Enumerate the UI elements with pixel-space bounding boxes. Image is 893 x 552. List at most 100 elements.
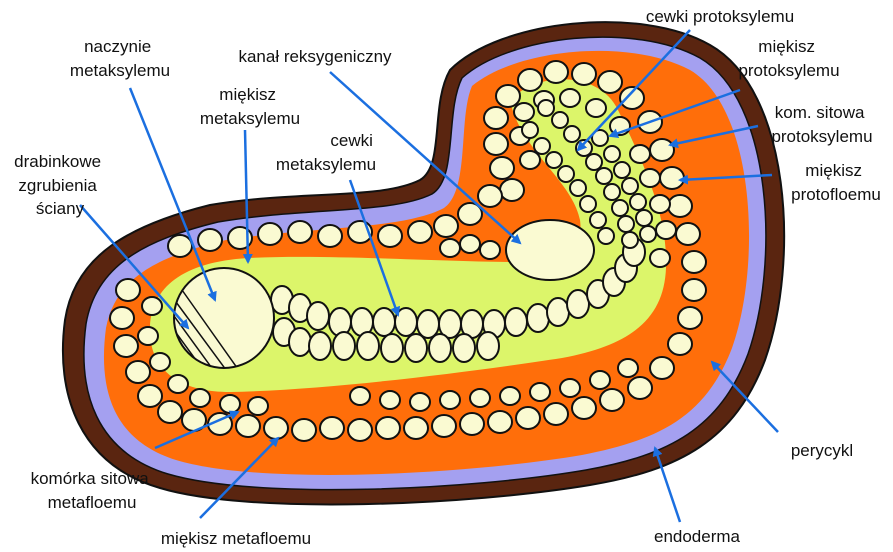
phloem-cell (484, 133, 508, 155)
phloem-cell (544, 403, 568, 425)
phloem-cell-inner (350, 387, 370, 405)
phloem-cell (288, 221, 312, 243)
protoxylem-cell (618, 216, 634, 232)
protoxylem-cell (552, 112, 568, 128)
phloem-cell (518, 69, 542, 91)
phloem-cell (236, 415, 260, 437)
phloem-cell-inner (168, 375, 188, 393)
phloem-cell-inner (142, 297, 162, 315)
metaxylem-tracheid (289, 328, 311, 356)
phloem-cell (490, 157, 514, 179)
phloem-cell (572, 63, 596, 85)
protoxylem-cell (522, 122, 538, 138)
phloem-cell (404, 417, 428, 439)
phloem-cell-inner (410, 393, 430, 411)
phloem-cell-inner (150, 353, 170, 371)
metaxylem-tracheid (307, 302, 329, 330)
metaxylem-tracheid (505, 308, 527, 336)
phloem-cell (460, 413, 484, 435)
metaxylem-tracheid (373, 308, 395, 336)
phloem-cell (320, 417, 344, 439)
metaxylem-vessel-body (174, 268, 274, 368)
phloem-cell (660, 167, 684, 189)
protoxylem-cell (538, 100, 554, 116)
metaxylem-tracheid (417, 310, 439, 338)
phloem-cell (572, 397, 596, 419)
protoxylem-cell (534, 138, 550, 154)
phloem-cell (600, 389, 624, 411)
phloem-cell (264, 417, 288, 439)
phloem-cell (484, 107, 508, 129)
protoxylem-cell (546, 152, 562, 168)
phloem-cell (318, 225, 342, 247)
metaxylem-tracheid (547, 298, 569, 326)
protoxylem-cell (604, 184, 620, 200)
phloem-cell (348, 419, 372, 441)
phloem-cell-inner (618, 359, 638, 377)
metaxylem-tracheid (429, 334, 451, 362)
phloem-cell-inner (440, 391, 460, 409)
phloem-cell-inner (380, 391, 400, 409)
phloem-cell (376, 417, 400, 439)
phloem-cell (682, 279, 706, 301)
phloem-cell (676, 223, 700, 245)
metaxylem-tracheid (527, 304, 549, 332)
phloem-cell (682, 251, 706, 273)
metaxylem-tracheid (453, 334, 475, 362)
protoxylem-cell (558, 166, 574, 182)
phloem-cell-inner (520, 151, 540, 169)
protoxylem-cell (612, 200, 628, 216)
phloem-cell (138, 385, 162, 407)
phloem-cell (620, 87, 644, 109)
protoxylem-cell (570, 180, 586, 196)
phloem-cell (496, 85, 520, 107)
phloem-cell (168, 235, 192, 257)
phloem-cell (598, 71, 622, 93)
phloem-cell-inner (586, 99, 606, 117)
phloem-cell (258, 223, 282, 245)
phloem-cell (110, 307, 134, 329)
protoxylem-cell (596, 168, 612, 184)
phloem-cell-inner (560, 379, 580, 397)
metaxylem-tracheid (333, 332, 355, 360)
phloem-cell (432, 415, 456, 437)
phloem-cell-inner (560, 89, 580, 107)
phloem-cell-inner (630, 145, 650, 163)
label-cewki-metaksylemu: cewki metaksylemu (276, 131, 378, 174)
phloem-cell-inner (220, 395, 240, 413)
phloem-cell (158, 401, 182, 423)
lysigenous-canal (506, 220, 594, 280)
phloem-cell (114, 335, 138, 357)
phloem-cell-inner (530, 383, 550, 401)
protoxylem-cell (564, 126, 580, 142)
phloem-cell (292, 419, 316, 441)
phloem-cell-inner (650, 195, 670, 213)
phloem-cell-inner (590, 371, 610, 389)
label-miekisz-protofloemu: miękisz protofloemu (791, 161, 881, 204)
phloem-cell-inner (656, 221, 676, 239)
phloem-cell (408, 221, 432, 243)
label-endoderma: endoderma (654, 527, 741, 546)
phloem-cell (668, 195, 692, 217)
protoxylem-cell (640, 226, 656, 242)
phloem-cell (488, 411, 512, 433)
phloem-cell-inner (460, 235, 480, 253)
metaxylem-tracheid (381, 334, 403, 362)
protoxylem-cell (590, 212, 606, 228)
phloem-cell-inner (500, 387, 520, 405)
protoxylem-cell (604, 146, 620, 162)
phloem-cell (378, 225, 402, 247)
label-miekisz-metaksylemu: miękisz metaksylemu (200, 85, 300, 128)
phloem-cell-inner (190, 389, 210, 407)
protoxylem-cell (622, 232, 638, 248)
phloem-cell (650, 139, 674, 161)
phloem-cell-inner (640, 169, 660, 187)
label-miekisz-metafloemu: miękisz metafloemu (161, 529, 311, 548)
phloem-cell (516, 407, 540, 429)
label-drabinkowe-zgrubienia: drabinkowe zgrubienia ściany (14, 152, 106, 218)
phloem-cell (500, 179, 524, 201)
metaxylem-tracheid (357, 332, 379, 360)
metaxylem-tracheid (309, 332, 331, 360)
metaxylem-tracheid (405, 334, 427, 362)
